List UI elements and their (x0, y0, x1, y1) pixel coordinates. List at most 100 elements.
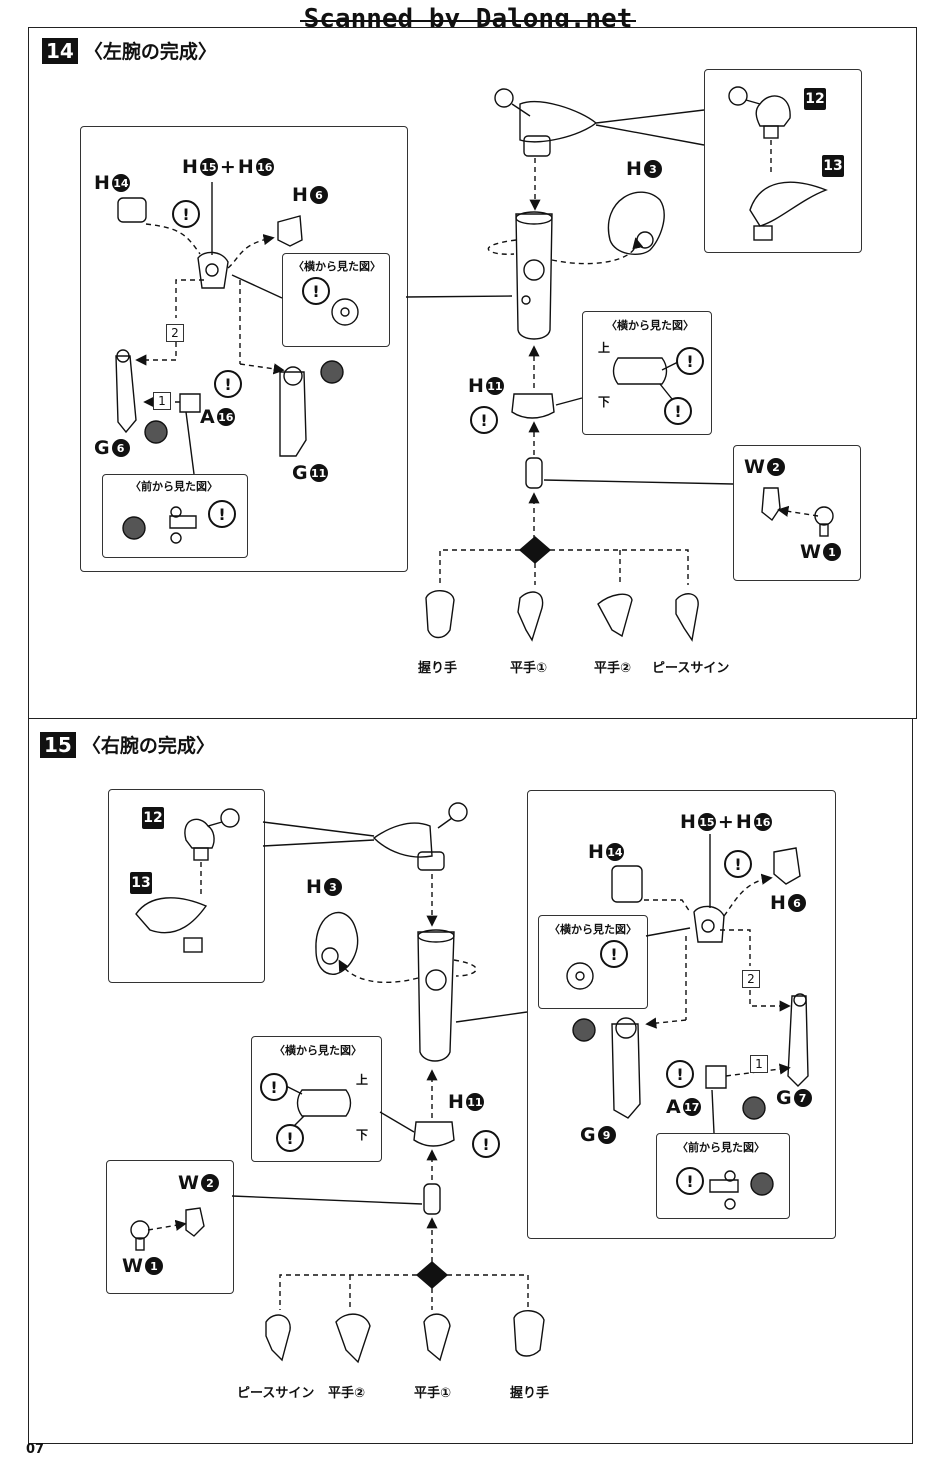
hand-label-15-1: 平手② (328, 1386, 366, 1401)
wrist-parts-14 (761, 487, 834, 537)
hand-parts-15 (265, 1310, 545, 1364)
hand-label-15-0: ピースサイン (237, 1386, 315, 1401)
h6-part-14 (277, 215, 303, 247)
step-15-number: 15 (40, 731, 76, 758)
h15-h16-part-14 (197, 251, 229, 289)
caution-icon: ! (676, 347, 704, 375)
shoulder-detail-parts-15 (135, 808, 240, 953)
substep-2-14: 2 (166, 324, 184, 342)
caution-icon: ! (664, 397, 692, 425)
callout-12-14: 12 (804, 88, 826, 110)
caution-icon: ! (470, 406, 498, 434)
g6-part-14 (115, 349, 137, 434)
top-label-14: 上 (598, 341, 611, 355)
front-view-joint-14 (169, 506, 197, 544)
step-14-title: 〈左腕の完成〉 (83, 41, 217, 63)
side-view-caption-14a: 〈横から見た図〉 (293, 260, 381, 273)
step-15-title: 〈右腕の完成〉 (81, 735, 215, 757)
wrist-peg-15 (423, 1183, 441, 1215)
g9-part-15 (611, 1017, 641, 1119)
caution-icon: ! (214, 370, 242, 398)
g7-part-15 (787, 993, 809, 1087)
watermark-strike (300, 20, 636, 22)
h6-part-15 (773, 847, 801, 885)
elbow-guard-part-15 (315, 911, 359, 975)
top-label-15: 上 (356, 1073, 369, 1087)
side-view-wrist-15 (296, 1089, 352, 1117)
caution-icon: ! (208, 500, 236, 528)
front-view-joint-15 (709, 1170, 739, 1210)
wrist-parts-15 (130, 1207, 205, 1251)
side-view-wrist-14 (612, 357, 668, 385)
hand-label-14-2: 平手② (594, 661, 632, 676)
wrist-joint-h11-14 (511, 393, 555, 419)
caution-icon: ! (724, 850, 752, 878)
h15-h16-part-15 (693, 905, 725, 943)
callout-13-15: 13 (130, 872, 152, 894)
side-view-joint-15 (566, 962, 594, 990)
step-15-heading: 15 〈右腕の完成〉 (40, 731, 215, 758)
hand-label-14-0: 握り手 (418, 661, 458, 676)
h14-part-15 (611, 865, 643, 903)
a16-part-14 (179, 393, 201, 413)
hand-parts-14 (425, 590, 699, 642)
shoulder-part-15 (372, 802, 468, 871)
caution-icon: ! (676, 1167, 704, 1195)
hand-label-14-1: 平手① (510, 661, 548, 676)
side-view-caption-14b: 〈横から見た図〉 (606, 319, 694, 332)
side-view-caption-15a: 〈横から見た図〉 (549, 923, 637, 936)
hand-selector-diamond-15 (415, 1261, 449, 1289)
wrist-peg-14 (525, 457, 543, 489)
caution-icon: ! (172, 200, 200, 228)
hand-label-14-3: ピースサイン (652, 661, 730, 676)
substep-1-14: 1 (153, 392, 171, 410)
substep-2-15: 2 (742, 970, 760, 988)
bottom-label-15: 下 (356, 1128, 369, 1142)
page-number: 07 (26, 1442, 45, 1457)
callout-12-15: 12 (142, 807, 164, 829)
h14-part-14 (117, 197, 147, 223)
caution-icon: ! (276, 1124, 304, 1152)
side-view-box-15a (538, 915, 648, 1009)
step-14-heading: 14 〈左腕の完成〉 (42, 37, 217, 64)
hand-label-15-3: 握り手 (510, 1386, 550, 1401)
caution-icon: ! (302, 277, 330, 305)
shoulder-detail-parts-14 (728, 86, 828, 241)
forearm-part-14 (515, 211, 553, 340)
side-view-box-14a (282, 253, 390, 347)
shoulder-part-14 (494, 88, 598, 157)
caution-icon: ! (666, 1060, 694, 1088)
hand-label-15-2: 平手① (414, 1386, 452, 1401)
caution-icon: ! (472, 1130, 500, 1158)
caution-icon: ! (600, 940, 628, 968)
bottom-label-14: 下 (598, 395, 611, 409)
hand-selector-diamond-14 (518, 536, 552, 564)
side-view-caption-15b: 〈横から見た図〉 (274, 1044, 362, 1057)
side-view-joint-14 (331, 298, 359, 326)
caution-icon: ! (260, 1073, 288, 1101)
front-view-caption-14: 〈前から見た図〉 (130, 480, 218, 493)
callout-13-14: 13 (822, 155, 844, 177)
substep-1-15: 1 (750, 1055, 768, 1073)
wrist-joint-h11-15 (413, 1121, 455, 1147)
